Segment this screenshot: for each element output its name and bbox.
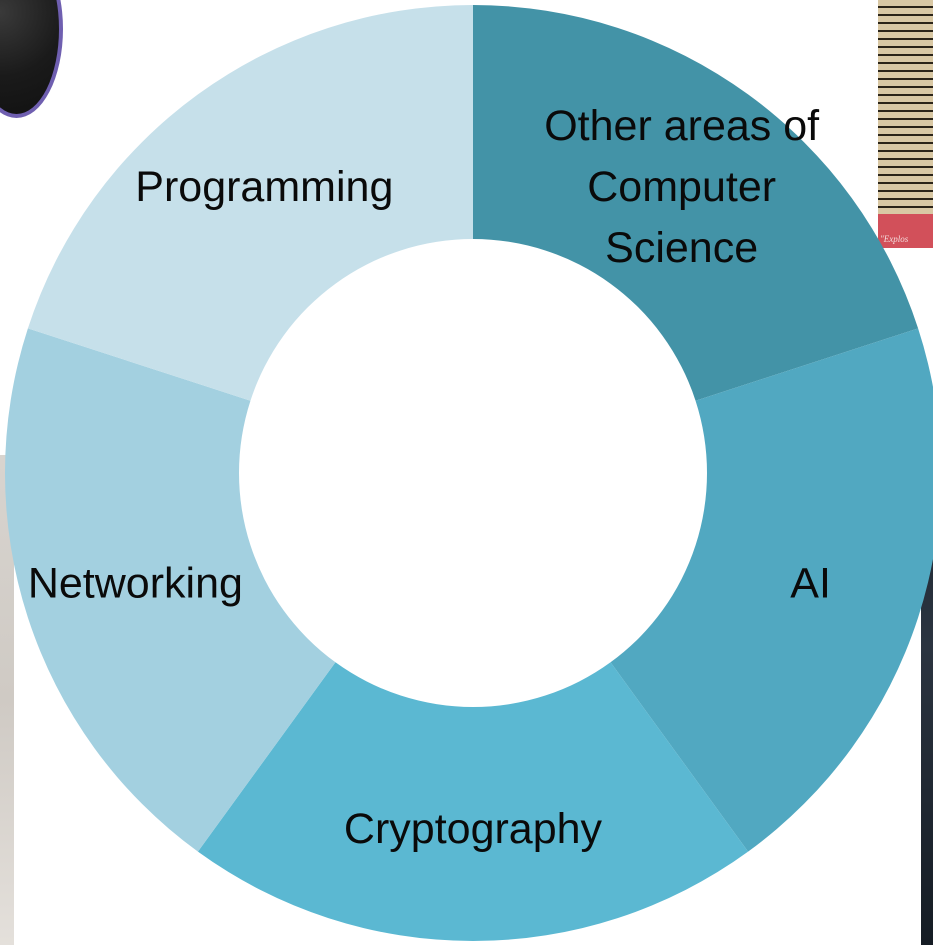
donut-slices xyxy=(5,5,933,942)
slice-label-line: Programming xyxy=(135,163,393,211)
slice-programming xyxy=(27,5,474,401)
slice-cryptography xyxy=(197,662,749,942)
slice-networking xyxy=(5,328,336,852)
slice-label-line: Other areas of xyxy=(544,102,820,150)
ruler-caption-band: "Explos xyxy=(878,214,933,248)
slice-label-line: Science xyxy=(605,224,758,272)
slice-label-cryptography: Cryptography xyxy=(344,805,603,853)
slice-label-line: Computer xyxy=(587,163,776,211)
ruler-caption-text: "Explos xyxy=(880,234,909,244)
ruler-photo-fragment: "Explos xyxy=(878,0,933,248)
slice-ai xyxy=(610,328,933,852)
slice-label-line: Cryptography xyxy=(344,805,603,853)
slice-other-areas-of-computer-science xyxy=(473,5,919,401)
slice-label-programming: Programming xyxy=(135,163,393,211)
slice-label-networking: Networking xyxy=(28,560,243,608)
slice-label-line: AI xyxy=(790,560,831,608)
slice-label-ai: AI xyxy=(790,560,831,608)
slice-label-line: Networking xyxy=(28,560,243,608)
left-photo-fragment xyxy=(0,455,14,945)
